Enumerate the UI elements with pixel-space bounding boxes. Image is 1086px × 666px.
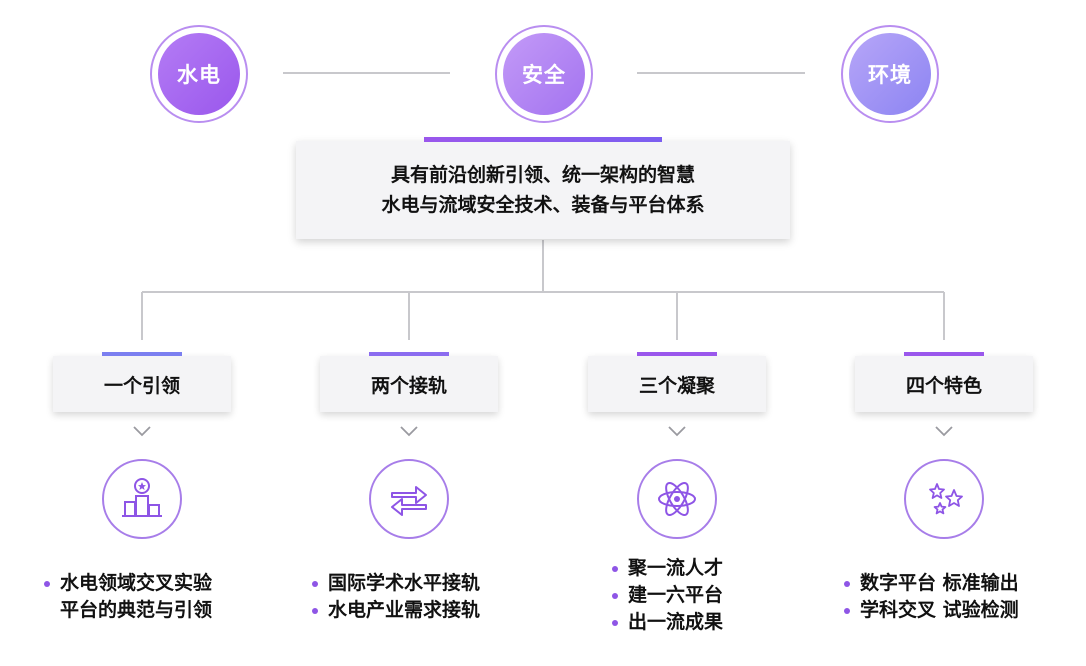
circle-label: 环境 — [868, 63, 912, 87]
pillar-title: 三个凝聚 — [638, 374, 715, 397]
list-item: 数字平台 标准输出 — [842, 570, 1019, 597]
circle-label: 水电 — [177, 63, 221, 87]
center-accent-bar — [424, 137, 662, 142]
circle-safety: 安全 — [495, 25, 593, 123]
list-item: 学科交叉 试验检测 — [842, 597, 1019, 624]
pillar-box-4: 四个特色 — [855, 352, 1033, 412]
pillar-box-2: 两个接轨 — [320, 352, 498, 412]
pillar-box-3: 三个凝聚 — [588, 352, 766, 412]
list-item: 聚一流人才 — [610, 555, 723, 582]
chevron-down-icon — [133, 426, 151, 437]
pillar-accent-bar — [904, 352, 984, 356]
center-goal-box: 具有前沿创新引领、统一架构的智慧 水电与流域安全技术、装备与平台体系 — [296, 137, 790, 239]
pillar-4-bullets: 数字平台 标准输出 学科交叉 试验检测 — [842, 570, 1019, 624]
pillar-accent-bar — [102, 352, 182, 356]
chevron-down-icon — [935, 426, 953, 437]
two-way-arrows-icon-circle — [369, 459, 449, 539]
center-line-1: 具有前沿创新引领、统一架构的智慧 — [390, 164, 695, 186]
podium-star-icon-circle — [102, 459, 182, 539]
pillar-title: 两个接轨 — [370, 374, 447, 397]
pillar-3-bullets: 聚一流人才 建一六平台 出一流成果 — [610, 555, 723, 636]
pillar-box-1: 一个引领 — [53, 352, 231, 412]
pillar-accent-bar — [369, 352, 449, 356]
pillar-2-bullets: 国际学术水平接轨 水电产业需求接轨 — [310, 570, 480, 624]
list-item: 国际学术水平接轨 — [310, 570, 480, 597]
list-item: 出一流成果 — [610, 609, 723, 636]
chevron-down-icon — [668, 426, 686, 437]
pillar-title: 四个特色 — [905, 374, 982, 397]
list-item: 水电领域交叉实验 — [42, 570, 212, 597]
circle-label: 安全 — [522, 63, 566, 87]
atom-icon-circle — [637, 459, 717, 539]
stars-icon-circle — [904, 459, 984, 539]
chevron-down-icon — [400, 426, 418, 437]
list-item: 平台的典范与引领 — [60, 599, 213, 621]
two-way-arrows-icon — [391, 486, 427, 516]
circle-environment: 环境 — [841, 25, 939, 123]
atom-icon — [658, 482, 696, 516]
center-line-2: 水电与流域安全技术、装备与平台体系 — [381, 194, 705, 216]
podium-star-icon — [122, 478, 162, 517]
list-item: 水电产业需求接轨 — [310, 597, 480, 624]
pillar-accent-bar — [637, 352, 717, 356]
pillar-1-bullets: 水电领域交叉实验 平台的典范与引领 — [42, 570, 212, 624]
stars-icon — [929, 483, 963, 515]
list-item: 建一六平台 — [610, 582, 723, 609]
pillar-title: 一个引领 — [103, 374, 180, 397]
circle-hydropower: 水电 — [150, 25, 248, 123]
